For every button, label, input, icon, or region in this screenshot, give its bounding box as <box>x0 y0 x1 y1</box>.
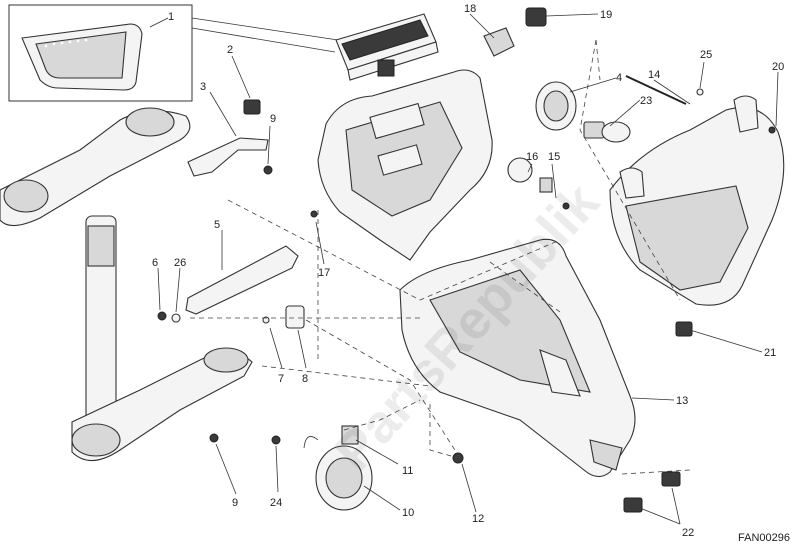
callout-22: 22 <box>682 527 694 539</box>
steering-stem[interactable] <box>85 215 117 427</box>
bracket-3[interactable] <box>187 137 269 177</box>
rubber-mount-22b[interactable] <box>661 471 681 487</box>
callout-11: 11 <box>402 465 413 477</box>
callout-1: 1 <box>168 11 174 23</box>
front-fairing[interactable] <box>399 238 636 478</box>
bracket-5[interactable] <box>185 245 299 315</box>
horn-bracket-11[interactable] <box>341 425 359 445</box>
spacer-8[interactable] <box>285 305 305 329</box>
callout-16: 16 <box>526 151 538 163</box>
instrument-cluster[interactable] <box>335 13 439 81</box>
callout-24: 24 <box>270 497 282 509</box>
callout-10: 10 <box>402 507 414 519</box>
callout-labels: 1 2 3 4 5 6 7 8 9 9 10 11 12 13 14 15 16… <box>152 3 784 539</box>
callout-4: 4 <box>616 72 622 84</box>
bulb-socket[interactable] <box>535 81 577 131</box>
callout-21: 21 <box>764 347 776 359</box>
headlight-bulb[interactable] <box>583 121 631 143</box>
inset-box <box>8 4 193 102</box>
callout-20: 20 <box>772 61 784 73</box>
callout-18: 18 <box>464 3 476 15</box>
callout-3: 3 <box>200 81 206 93</box>
rubber-mount-2[interactable] <box>243 99 261 115</box>
callout-14: 14 <box>648 69 660 81</box>
callout-8: 8 <box>302 373 308 385</box>
rubber-mount-21[interactable] <box>675 321 693 337</box>
callout-9-lower: 9 <box>232 497 238 509</box>
callout-2: 2 <box>227 44 233 56</box>
upper-triple-clamp[interactable] <box>0 107 191 227</box>
spring-clip[interactable] <box>625 75 687 105</box>
callout-13: 13 <box>676 395 688 407</box>
assembly-lines <box>190 39 691 475</box>
callout-5: 5 <box>214 219 220 231</box>
drawing-code: FAN00296 <box>738 532 790 544</box>
headlight-support-frame[interactable] <box>317 69 493 261</box>
position-light[interactable] <box>507 157 553 193</box>
callout-12: 12 <box>472 513 484 525</box>
callout-17: 17 <box>318 267 330 279</box>
callout-26: 26 <box>174 257 186 269</box>
callout-19: 19 <box>600 9 612 21</box>
leader-lines <box>157 13 779 525</box>
headlight[interactable] <box>609 95 785 306</box>
rubber-mount-22a[interactable] <box>623 497 643 513</box>
callout-9-upper: 9 <box>270 113 276 125</box>
callout-15: 15 <box>548 151 560 163</box>
callout-7: 7 <box>278 373 284 385</box>
callout-23: 23 <box>640 95 652 107</box>
fasteners <box>157 88 776 464</box>
callout-6: 6 <box>152 257 158 269</box>
horn[interactable] <box>303 436 373 511</box>
lower-triple-clamp[interactable] <box>71 347 253 462</box>
callout-25: 25 <box>700 49 712 61</box>
connector-19[interactable] <box>525 7 547 27</box>
